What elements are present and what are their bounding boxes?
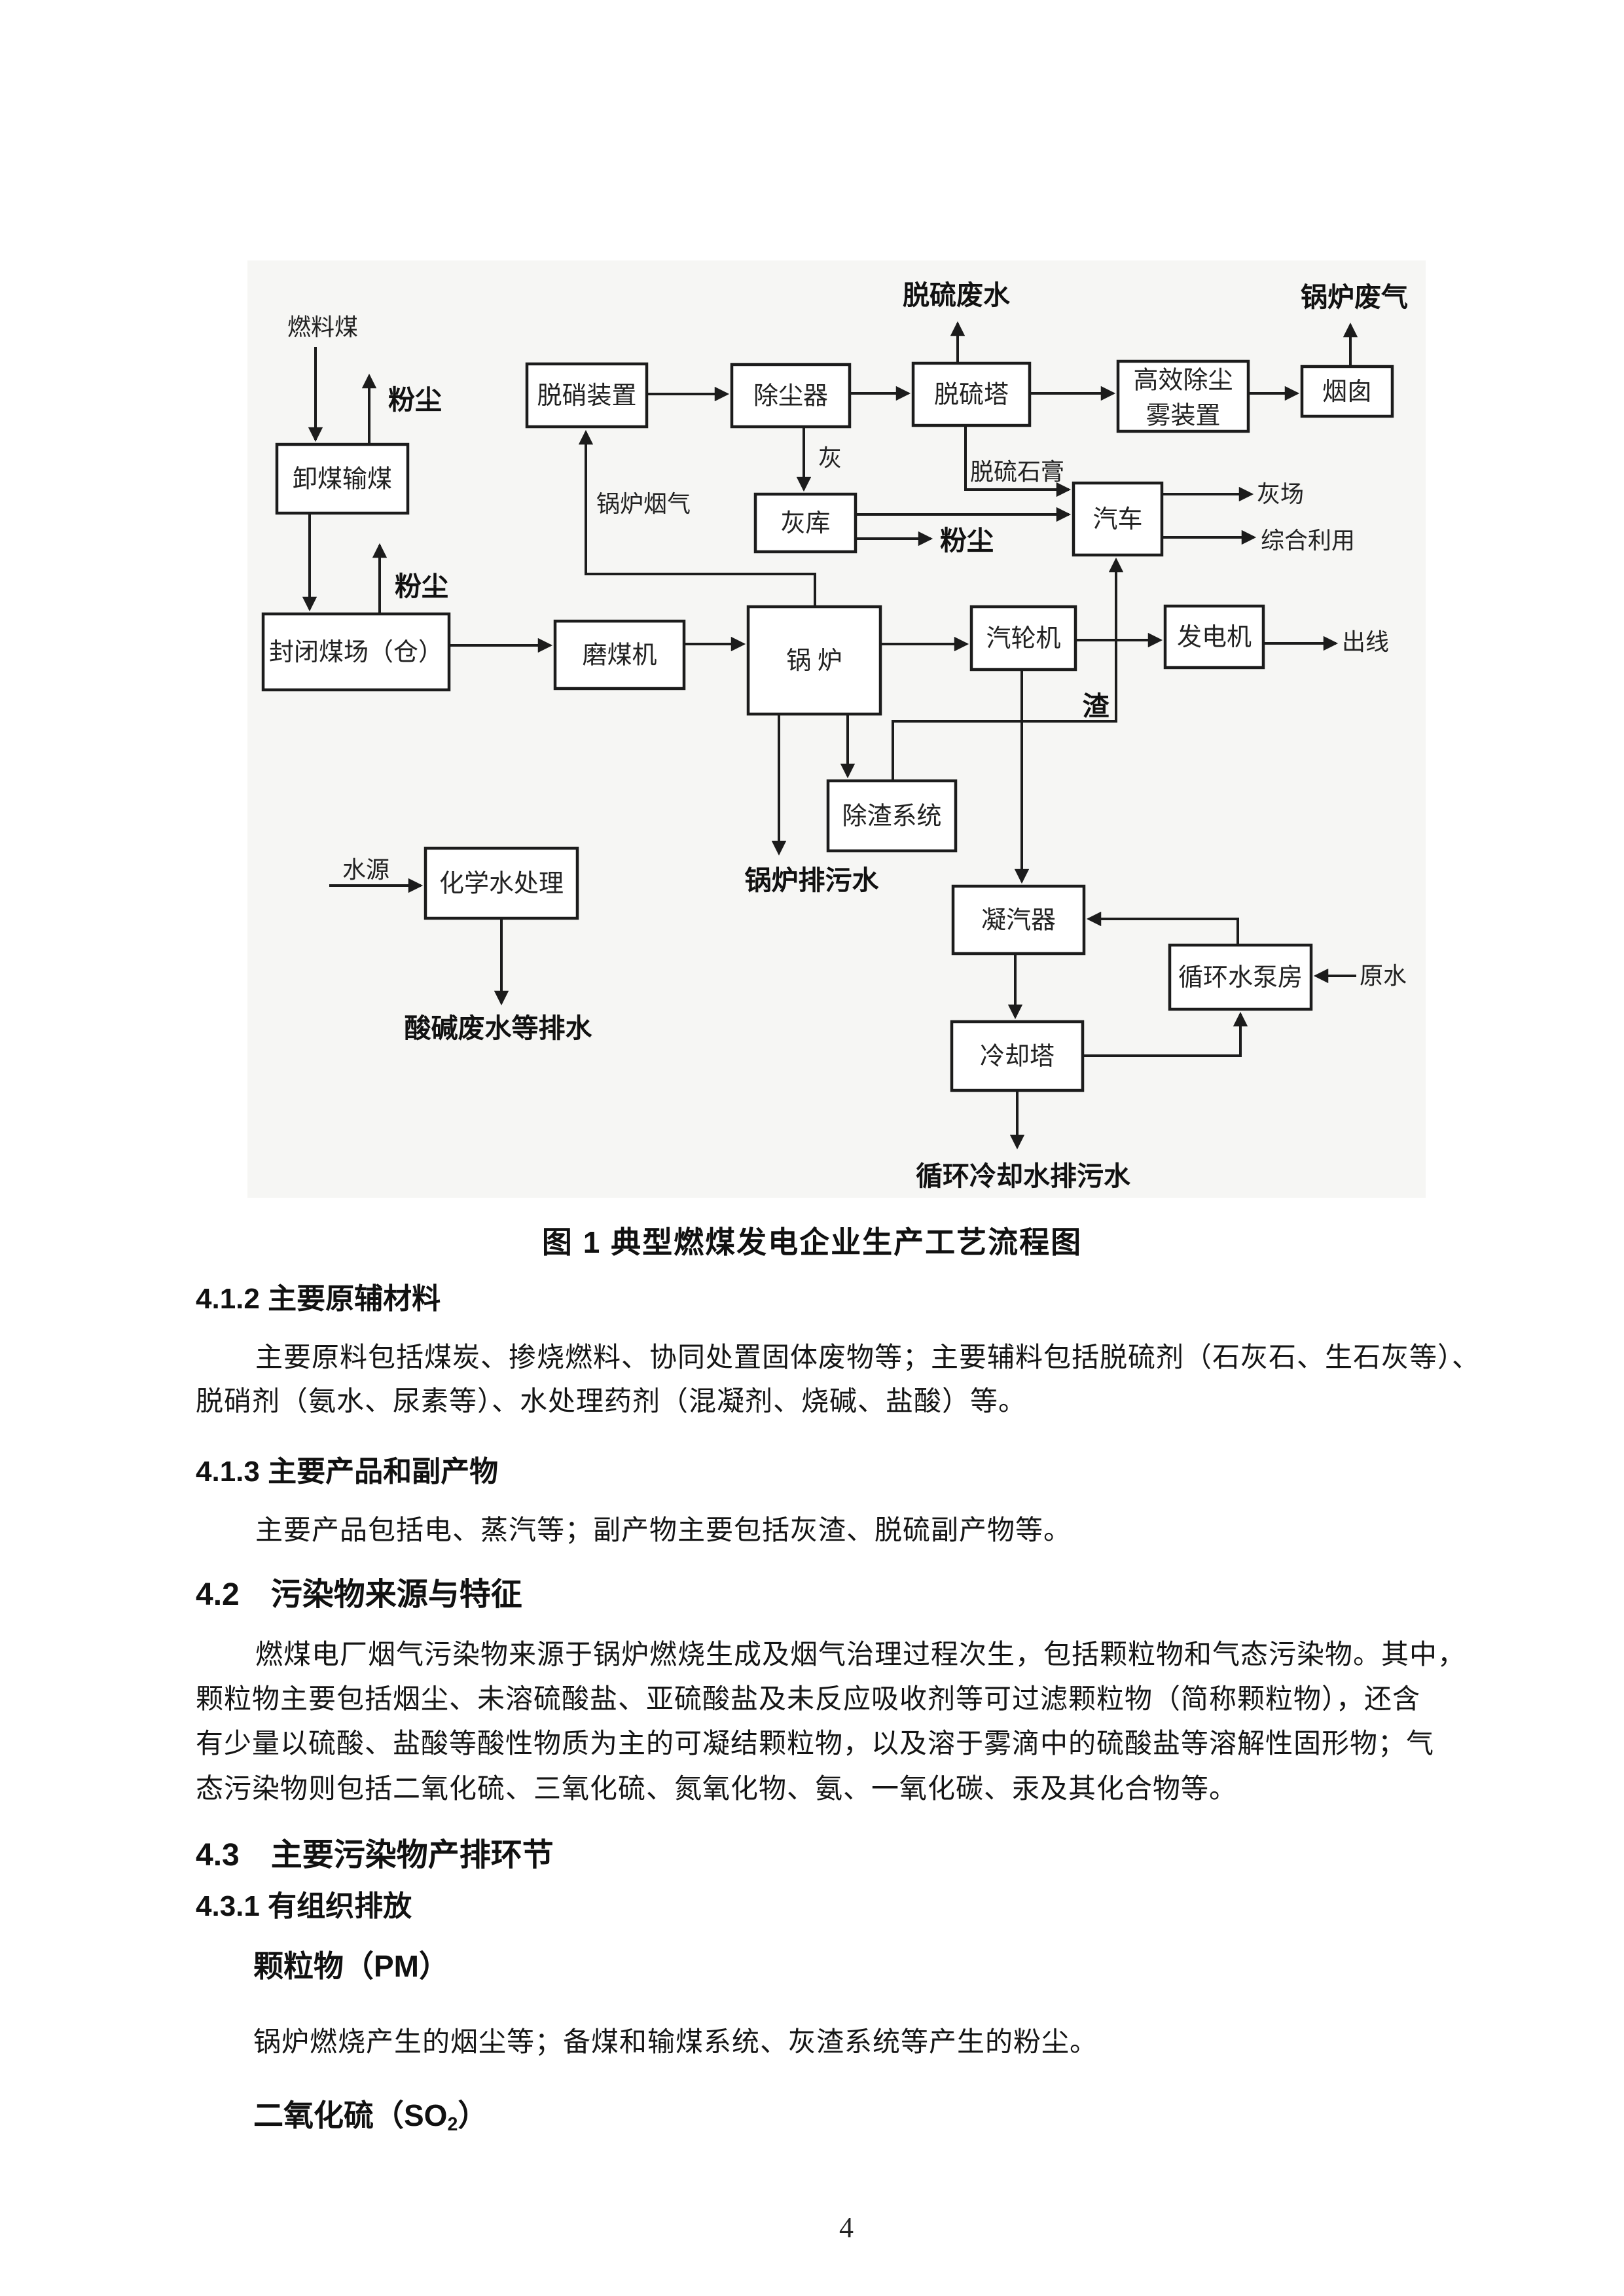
heading-particulate-matter: 颗粒物（PM） (253, 1949, 449, 1983)
flow-label-slag: 渣 (1083, 691, 1110, 721)
flow-node-ash-silo: 灰库 (753, 492, 857, 554)
heading-4-3-1: 4.3.1 有组织排放 (196, 1890, 412, 1922)
flow-node-label-demister: 高效除尘 (1133, 367, 1233, 395)
flow-node-water-treatment: 化学水处理 (424, 846, 579, 920)
flow-label-dust-2: 粉尘 (395, 571, 448, 601)
flow-node-slag-system: 除渣系统 (826, 779, 958, 853)
flow-label-dust-1: 粉尘 (388, 385, 442, 415)
para-4-2-line-3: 有少量以硫酸、盐酸等酸性物质为主的可凝结颗粒物，以及溶于雾滴中的硫酸盐等溶解性固… (196, 1729, 1435, 1759)
flow-node-label-unload-coal: 卸煤输煤 (293, 466, 392, 493)
so2-close-paren: ） (458, 2098, 488, 2132)
flow-node-label-dust-collector: 除尘器 (753, 383, 828, 410)
flow-label-water-source: 水源 (342, 857, 389, 883)
flow-node-cooling-tower: 冷却塔 (950, 1020, 1085, 1092)
flow-node-condenser: 凝汽器 (951, 884, 1086, 956)
para-4-1-2-line-1: 主要原料包括煤炭、掺烧燃料、协同处置固体废物等；主要辅料包括脱硫剂（石灰石、生石… (255, 1343, 1481, 1373)
para-4-2-line-1: 燃煤电厂烟气污染物来源于锅炉燃烧生成及烟气治理过程次生，包括颗粒物和气态污染物。… (255, 1640, 1466, 1670)
flow-label-fgd-gypsum: 脱硫石膏 (970, 459, 1064, 485)
flow-node-label-coal-yard: 封闭煤场（仓） (269, 639, 443, 666)
flow-edge-fgdtower-gypsum-to-truck (964, 425, 1072, 497)
heading-4-1-2: 4.1.2 主要原辅材料 (196, 1283, 441, 1315)
flow-label-ash: 灰 (818, 445, 842, 471)
page-number: 4 (839, 2212, 854, 2244)
flow-node-label-coal-mill: 磨煤机 (582, 642, 657, 670)
flow-node-chimney: 烟囱 (1300, 365, 1394, 418)
flow-edge-pumphouse-to-condenser (1086, 911, 1239, 945)
so2-subscript: 2 (447, 2114, 458, 2136)
figure-caption: 图 1 典型燃煤发电企业生产工艺流程图 (541, 1225, 1083, 1259)
flow-node-label-boiler: 锅 炉 (786, 647, 842, 675)
flow-node-dust-collector: 除尘器 (730, 363, 852, 429)
flow-node-label-condenser: 凝汽器 (981, 907, 1056, 935)
flow-label-boiler-exhaust-gas: 锅炉废气 (1301, 282, 1408, 312)
flow-label-circulating-blowdown: 循环冷却水排污水 (916, 1161, 1131, 1191)
flow-node-label-slag-system: 除渣系统 (842, 803, 941, 831)
so2-text: 二氧化硫（SO (253, 2098, 448, 2132)
flow-label-fgd-wastewater: 脱硫废水 (903, 280, 1011, 310)
para-pm-line-1: 锅炉燃烧产生的烟尘等；备煤和输煤系统、灰渣系统等产生的粉尘。 (253, 2028, 1098, 2058)
flow-node-turbine: 汽轮机 (969, 605, 1077, 672)
para-4-2-line-4: 态污染物则包括二氧化硫、三氧化硫、氮氧化物、氨、一氧化碳、汞及其化合物等。 (196, 1774, 1238, 1804)
flow-node-coal-mill: 磨煤机 (553, 619, 686, 691)
para-4-1-3-line-1: 主要产品包括电、蒸汽等；副产物主要包括灰渣、脱硫副产物等。 (255, 1516, 1072, 1546)
flow-node-label-water-treatment: 化学水处理 (439, 870, 564, 898)
flow-node-pump-house: 循环水泵房 (1168, 943, 1313, 1011)
flow-node-unload-coal: 卸煤输煤 (275, 442, 410, 515)
flow-node-label-truck: 汽车 (1092, 506, 1142, 533)
flow-node-label-chimney: 烟囱 (1322, 378, 1372, 406)
flow-label-boiler-flue-gas: 锅炉烟气 (596, 491, 691, 517)
flow-node-label-denitration: 脱硝装置 (537, 382, 636, 410)
flow-label-boiler-blowdown: 锅炉排污水 (745, 865, 880, 895)
flow-edge-boiler-fluegas-to-denitration (578, 429, 816, 607)
heading-4-3: 4.3 主要污染物产排环节 (196, 1838, 554, 1873)
flow-node-label-cooling-tower: 冷却塔 (980, 1043, 1055, 1071)
flow-node-label-ash-silo: 灰库 (780, 510, 830, 537)
flow-node-generator: 发电机 (1163, 604, 1265, 670)
flow-label-ash-yard: 灰场 (1257, 481, 1304, 507)
flow-node-truck: 汽车 (1072, 481, 1164, 557)
flow-node-label-demister: 雾装置 (1146, 403, 1220, 430)
heading-4-2: 4.2 污染物来源与特征 (196, 1577, 522, 1612)
flow-node-label-fgd-tower: 脱硫塔 (934, 382, 1009, 409)
flow-node-fgd-tower: 脱硫塔 (911, 361, 1032, 427)
flow-node-boiler: 锅 炉 (746, 605, 882, 716)
flow-label-acid-alkali-drain: 酸碱废水等排水 (405, 1013, 593, 1043)
flow-node-denitration: 脱硝装置 (525, 362, 649, 429)
flow-label-fuel-coal: 燃料煤 (287, 314, 358, 340)
flow-label-comprehensive-use: 综合利用 (1261, 528, 1355, 554)
heading-sulfur-dioxide: 二氧化硫（SO2） (253, 2092, 488, 2136)
flow-edge-coolingtower-to-pumphouse (1083, 1011, 1248, 1057)
para-4-2-line-2: 颗粒物主要包括烟尘、未溶硫酸盐、亚硫酸盐及未反应吸收剂等可过滤颗粒物（简称颗粒物… (196, 1685, 1421, 1715)
heading-4-1-3: 4.1.3 主要产品和副产物 (196, 1456, 499, 1488)
flow-label-dust-3: 粉尘 (940, 526, 994, 556)
flow-node-label-pump-house: 循环水泵房 (1178, 964, 1303, 992)
flow-node-label-turbine: 汽轮机 (986, 625, 1060, 653)
flow-node-coal-yard: 封闭煤场（仓） (261, 612, 451, 692)
process-flow-diagram: 卸煤输煤封闭煤场（仓） 磨煤机 脱硝装置 除尘器 脱硫塔 高效除尘雾装置 烟囱灰库锅 炉 汽车… (247, 260, 1426, 1198)
flow-edge-slagsystem-slag-to-truck (892, 557, 1124, 781)
para-4-1-2-line-2: 脱硝剂（氨水、尿素等）、水处理药剂（混凝剂、烧碱、盐酸）等。 (196, 1387, 1027, 1417)
flow-node-label-generator: 发电机 (1177, 624, 1252, 651)
flow-label-raw-water: 原水 (1360, 963, 1407, 989)
flow-label-outgoing-line: 出线 (1342, 629, 1389, 655)
